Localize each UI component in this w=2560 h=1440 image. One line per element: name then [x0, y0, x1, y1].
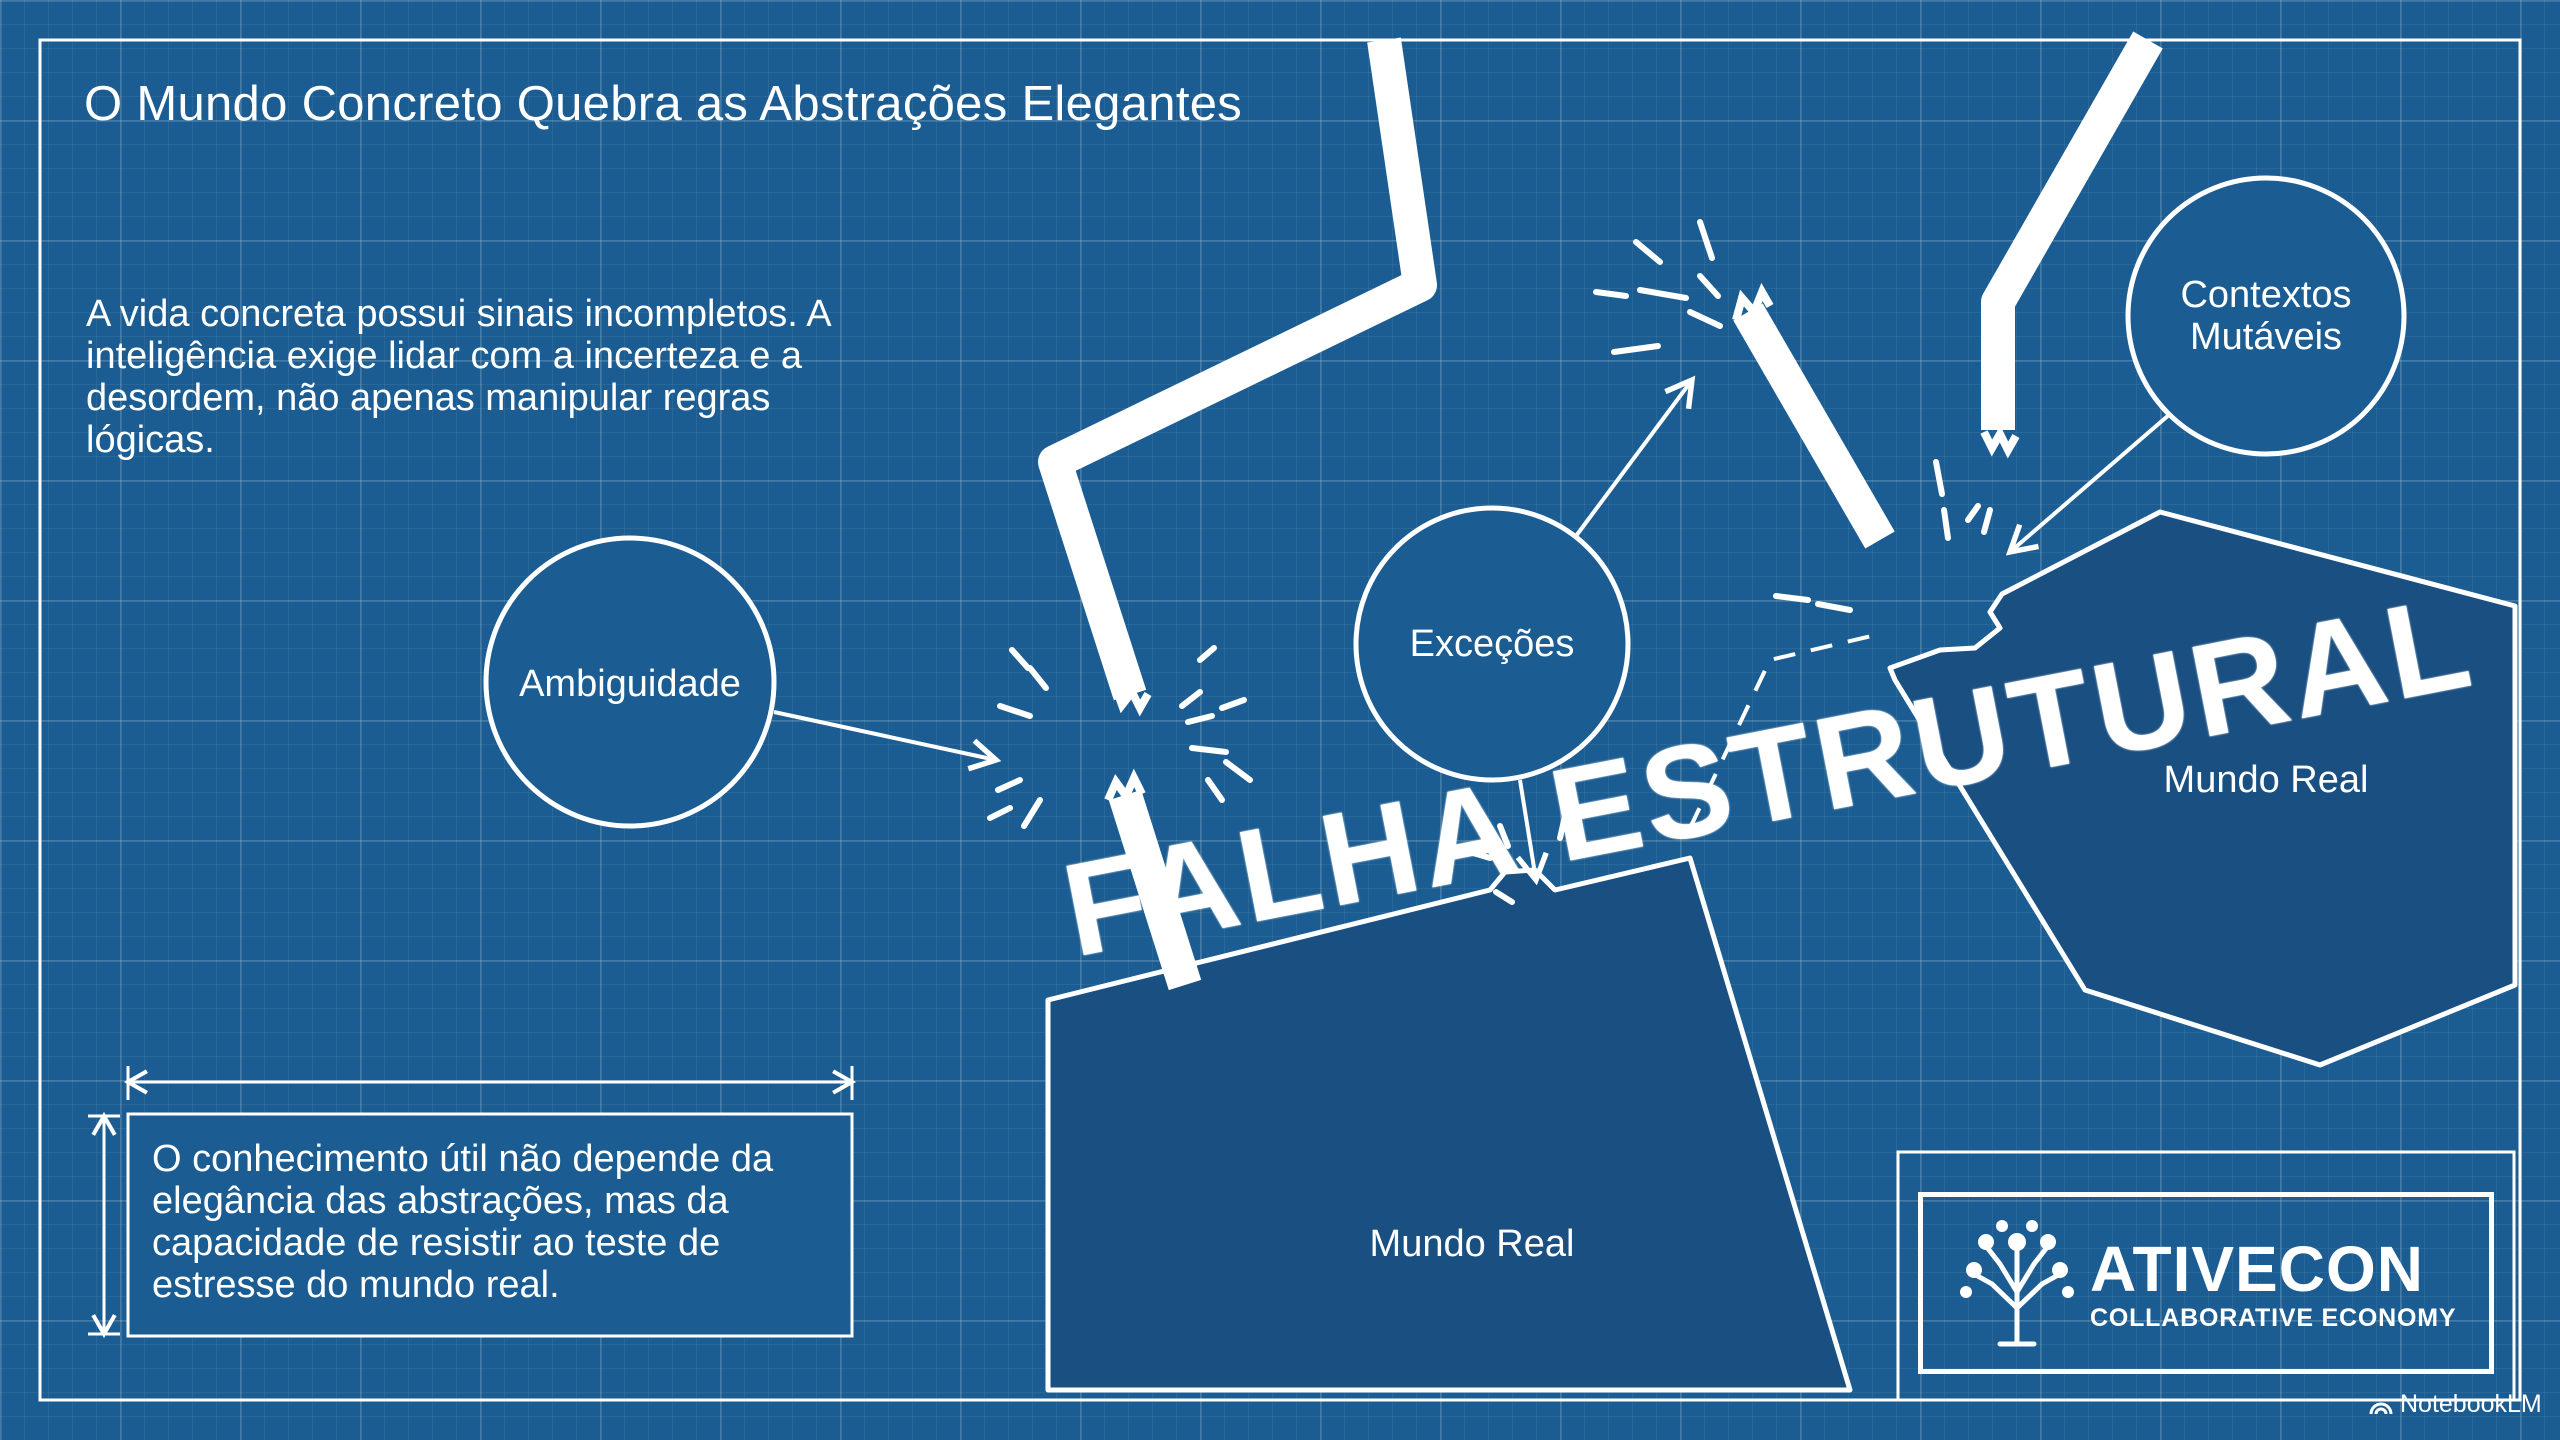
brand-frame-outer	[1896, 1150, 2516, 1402]
node-circle-ambiguity	[483, 535, 777, 829]
region-label-real-world-right: Mundo Real	[2163, 759, 2369, 801]
dimension-line-horizontal	[123, 1066, 857, 1100]
node-label-contexts-line1: Contextos	[2180, 274, 2352, 316]
brand-box	[1918, 1192, 2494, 1374]
region-label-real-world-left: Mundo Real	[1369, 1223, 1575, 1265]
watermark-text: NotebookLM	[2400, 1390, 2542, 1418]
page-title: O Mundo Concreto Quebra as Abstrações El…	[84, 77, 1243, 131]
beam-break-jag-right	[1980, 425, 2020, 459]
logic-beam-upper-left	[1038, 37, 1437, 701]
node-label-contexts: Contextos Mutáveis	[2180, 274, 2351, 358]
logic-beam-upper-right	[1981, 31, 2163, 430]
tree-logo-icon	[1960, 1220, 2074, 1347]
crack-sparks-left	[987, 645, 1253, 829]
intro-paragraph: A vida concreta possui sinais incompleto…	[86, 293, 830, 461]
beam-break-jag-left-bottom	[1104, 768, 1146, 805]
callout-text: O conhecimento útil não depende da elegâ…	[152, 1138, 774, 1306]
notebooklm-watermark: NotebookLM	[2368, 1390, 2542, 1419]
logic-beam-middle	[1733, 303, 1895, 549]
outer-frame	[38, 38, 2522, 1402]
brand-name: ATIVECON	[2090, 1233, 2424, 1305]
crack-sparks-right	[1773, 459, 1993, 613]
node-label-ambiguity: Ambiguidade	[519, 663, 741, 705]
node-label-contexts-line2: Mutáveis	[2189, 316, 2343, 358]
arrow-contexts-to-break	[2005, 412, 2172, 556]
real-world-region-right	[1887, 509, 2518, 1068]
arrow-exceptions-to-left-region	[1515, 779, 1549, 886]
arrow-ambiguity-to-break	[773, 710, 1002, 772]
crack-sparks-middle	[1593, 219, 1723, 355]
arrow-exceptions-to-break	[1574, 375, 1696, 538]
notebooklm-icon	[2369, 1402, 2393, 1414]
logic-beam-lower-left	[1108, 789, 1202, 991]
connector-arrows	[773, 375, 2172, 886]
node-label-exceptions: Exceções	[1409, 623, 1575, 665]
node-circle-exceptions	[1353, 505, 1631, 783]
callout-box	[126, 1112, 854, 1338]
node-circle-contexts	[2125, 175, 2407, 457]
beam-break-jag-middle	[1732, 282, 1774, 322]
dimension-line-vertical	[88, 1111, 120, 1339]
crack-sparks-bottom	[1467, 809, 1569, 905]
brand-tagline: COLLABORATIVE ECONOMY	[2090, 1304, 2457, 1332]
beam-break-jag-left-top	[1111, 683, 1152, 717]
